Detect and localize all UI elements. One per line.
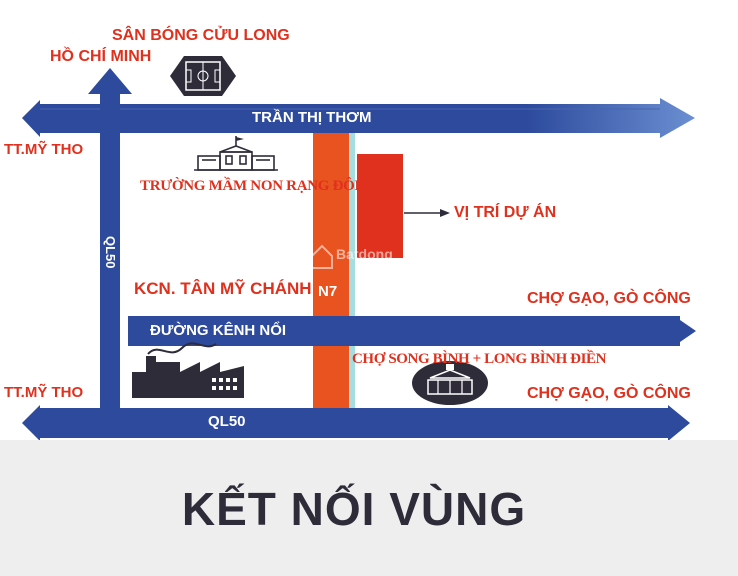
road-ql50-bottom	[22, 405, 690, 440]
footer-title: KẾT NỐI VÙNG	[181, 483, 527, 535]
road-duong-kenh-noi	[128, 316, 696, 346]
road-label-tran-thi-thom: TRẦN THỊ THƠM	[252, 109, 372, 126]
label-tt-my-tho-bottom: TT.MỸ THO	[4, 384, 84, 401]
label-truong-mam-non: TRƯỜNG MẦM NON RẠNG ĐÔNG	[140, 178, 377, 194]
road-label-ql50-vertical: QL50	[103, 236, 118, 269]
label-kcn: KCN. TÂN MỸ CHÁNH	[134, 279, 312, 298]
factory-icon	[132, 342, 244, 398]
project-arrow	[404, 209, 450, 217]
road-label-ql50-bottom: QL50	[208, 413, 246, 430]
label-tt-my-tho-top: TT.MỸ THO	[4, 141, 84, 158]
road-label-n7: N7	[318, 283, 338, 300]
road-tran-thi-thom	[22, 98, 695, 138]
watermark-text: Batdong	[336, 246, 393, 262]
road-label-duong-kenh-noi: ĐƯỜNG KÊNH NỔI	[150, 322, 287, 339]
label-cho-gao-top: CHỢ GẠO, GÒ CÔNG	[527, 290, 691, 307]
label-cho-gao-bottom: CHỢ GẠO, GÒ CÔNG	[527, 385, 691, 402]
school-icon	[194, 136, 278, 171]
watermark-logo-icon	[311, 244, 333, 269]
road-ql50-vertical	[88, 68, 132, 408]
road-n7	[313, 133, 355, 408]
label-vi-tri-du-an: VỊ TRÍ DỰ ÁN	[454, 204, 557, 221]
stadium-icon	[170, 56, 236, 96]
market-icon	[412, 361, 488, 405]
project-location-block	[357, 154, 403, 258]
label-cho-song-binh: CHỢ SONG BÌNH + LONG BÌNH ĐIỀN	[352, 351, 607, 367]
label-ho-chi-minh: HỒ CHÍ MINH	[50, 48, 152, 65]
regional-map	[22, 56, 696, 440]
label-san-bong: SÂN BÓNG CỬU LONG	[112, 27, 290, 44]
footer-band	[0, 440, 738, 576]
